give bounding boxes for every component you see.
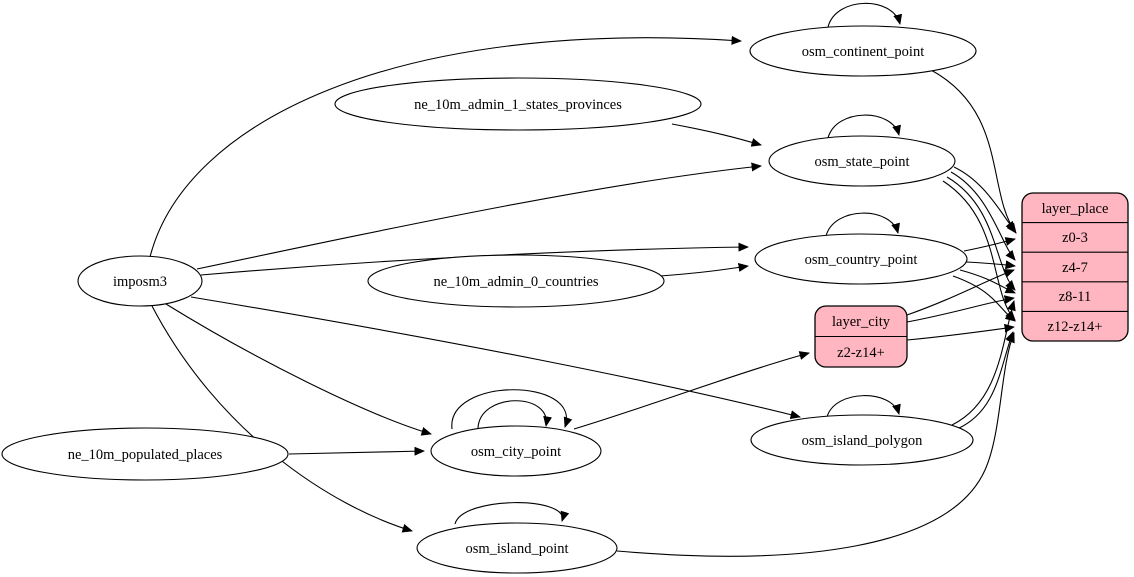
edge-osm_country_point-to-layer_place-z0-3 [963, 237, 1016, 252]
layer_place-title: layer_place [1042, 201, 1109, 217]
imposm3-shape [77, 255, 203, 307]
edge-imposm3-to-osm_island_point [151, 305, 413, 533]
ne_10m_admin_0_countries-label: ne_10m_admin_0_countries [433, 274, 598, 290]
layer_place-row-z8-11: z8-11 [1059, 289, 1091, 305]
node-layer_city: layer_city z2-z14+ [814, 305, 908, 368]
node-ne_10m_admin_1_states_provinces: ne_10m_admin_1_states_provinces [334, 77, 702, 131]
ne_10m_populated_places-shape [1, 427, 289, 481]
osm_island_polygon-shape [750, 414, 974, 466]
edge-layer_city-to-layer_place-z8-11 [906, 295, 1015, 323]
layer_city-row-z2-z14: z2-z14+ [837, 345, 885, 361]
edge-loop-osm_continent_point [827, 2, 903, 28]
edge-imposm3-to-osm_island_polygon [190, 296, 801, 420]
edge-ne_10m_admin_0_countries-to-osm_country_point [659, 262, 749, 277]
edge-osm_country_point-to-layer_place-z8-11 [959, 269, 1016, 294]
ne_10m_populated_places-label: ne_10m_populated_places [68, 447, 223, 463]
edge-loop-osm_city_point-outer [451, 389, 573, 430]
osm_state_point-label: osm_state_point [814, 154, 909, 170]
edge-imposm3-to-osm_city_point [165, 303, 432, 436]
osm_island_polygon-label: osm_island_polygon [802, 433, 924, 449]
edge-osm_state_point-to-layer_place-z0-3 [953, 166, 1016, 232]
edge-osm_island_polygon-to-layer_place-z12-z14 [956, 331, 1014, 430]
imposm3-label: imposm3 [113, 274, 167, 290]
edge-loop-osm_state_point [827, 114, 901, 139]
edge-loop-osm_island_polygon [826, 395, 901, 418]
node-osm_city_point: osm_city_point [430, 425, 602, 477]
osm_country_point-shape [754, 233, 968, 285]
edge-layer_city-to-layer_place-z4-7 [906, 269, 1015, 316]
edge-osm_country_point-to-layer_place-z4-7 [965, 260, 1016, 270]
edge-osm_state_point-to-layer_place-z4-7 [950, 171, 1016, 261]
edge-loop-osm_island_point [454, 502, 570, 525]
node-osm_island_polygon: osm_island_polygon [750, 414, 974, 466]
layer_city-title: layer_city [832, 314, 891, 330]
node-osm_state_point: osm_state_point [768, 135, 956, 187]
node-osm_country_point: osm_country_point [754, 233, 968, 285]
edge-osm_state_point-to-layer_place-z8-11 [946, 176, 1016, 291]
node-osm_island_point: osm_island_point [416, 522, 618, 574]
ne_10m_admin_1_states_provinces-shape [334, 77, 702, 131]
ne_10m_admin_1_states_provinces-label: ne_10m_admin_1_states_provinces [414, 97, 622, 113]
node-ne_10m_admin_0_countries: ne_10m_admin_0_countries [367, 254, 665, 308]
edge-osm_city_point-to-layer_city-z2-z14 [573, 351, 810, 430]
edge-ne_10m_populated_places-to-osm_city_point [288, 446, 425, 456]
layer_place-row-z0-3: z0-3 [1062, 230, 1088, 246]
osm_state_point-shape [768, 135, 956, 187]
edge-osm_continent_point-to-layer_place-z0-3 [930, 69, 1017, 234]
edge-osm_island_point-to-layer_place-z12-z14 [616, 332, 1015, 557]
edge-imposm3-to-osm_state_point [196, 162, 762, 270]
node-ne_10m_populated_places: ne_10m_populated_places [1, 427, 289, 481]
node-imposm3: imposm3 [77, 255, 203, 307]
layer_place-shape [1021, 192, 1129, 342]
node-osm_continent_point: osm_continent_point [749, 25, 977, 77]
layer_place-row-z4-7: z4-7 [1062, 260, 1088, 276]
layer_place-row-z12-z14: z12-z14+ [1048, 319, 1103, 335]
node-layer_place: layer_place z0-3 z4-7 z8-11 z12-z14+ [1021, 192, 1129, 342]
osm_continent_point-shape [749, 25, 977, 77]
edge-loop-osm_country_point [825, 212, 900, 237]
osm_continent_point-label: osm_continent_point [802, 44, 924, 60]
osm_city_point-label: osm_city_point [471, 444, 561, 460]
osm_city_point-shape [430, 425, 602, 477]
ne_10m_admin_0_countries-shape [367, 254, 665, 308]
edge-layer_city-to-layer_place-z12-z14 [906, 323, 1015, 341]
osm_country_point-label: osm_country_point [805, 252, 918, 268]
edge-osm_island_polygon-to-layer_place-z8-11 [951, 300, 1016, 426]
osm_island_point-shape [416, 522, 618, 574]
edge-ne_10m_admin_1_states_provinces-to-osm_state_point [671, 123, 762, 147]
osm_island_point-label: osm_island_point [465, 541, 568, 557]
edge-imposm3-to-osm_continent_point [149, 35, 742, 258]
edge-loop-osm_city_point-inner [477, 400, 553, 429]
